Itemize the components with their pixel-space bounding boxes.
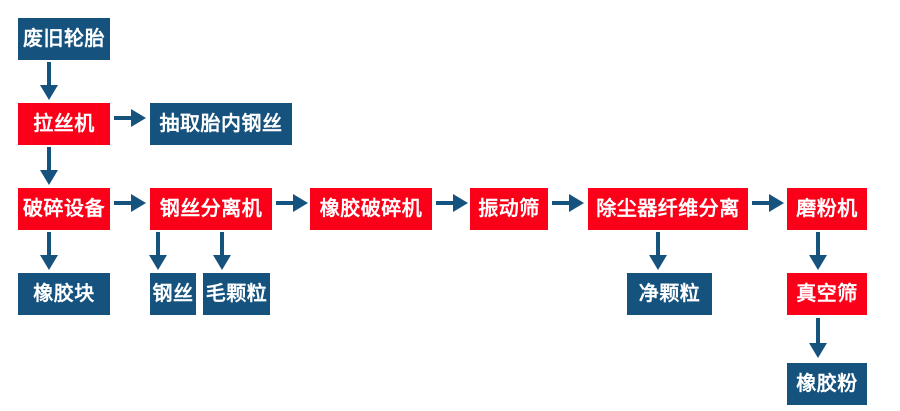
- node-rubber-crusher: 橡胶破碎机: [310, 188, 432, 230]
- node-grinder: 磨粉机: [787, 188, 867, 230]
- arrow-rubber-crusher-to-vibrating: [436, 194, 468, 212]
- node-vibrating-screen: 振动筛: [470, 188, 548, 230]
- arrow-grinder-to-vacuum-sieve: [809, 232, 827, 270]
- arrow-dust-fiber-to-grinder: [752, 194, 784, 212]
- node-fuzzy-granule: 毛颗粒: [203, 273, 270, 315]
- node-extract-bead-wire: 抽取胎内钢丝: [150, 103, 292, 145]
- node-vacuum-sieve: 真空筛: [787, 273, 867, 315]
- arrow-wire-separator-to-steel-wire: [149, 232, 167, 270]
- arrow-wire-drawing-to-extract: [114, 109, 146, 127]
- node-clean-granule: 净颗粒: [627, 273, 712, 315]
- arrow-wire-separator-to-fuzzy-granule: [213, 232, 231, 270]
- arrow-wire-separator-to-rubber-crusher: [276, 194, 308, 212]
- node-crusher: 破碎设备: [18, 188, 110, 230]
- arrow-waste-tire-to-wire-drawing: [40, 62, 58, 100]
- node-dust-fiber-sep: 除尘器纤维分离: [588, 188, 748, 230]
- arrow-dust-fiber-to-clean-granule: [649, 232, 667, 270]
- node-wire-drawing: 拉丝机: [18, 103, 110, 145]
- arrow-wire-drawing-to-crusher: [40, 147, 58, 185]
- node-wire-separator: 钢丝分离机: [150, 188, 272, 230]
- node-rubber-block: 橡胶块: [18, 273, 110, 315]
- node-steel-wire: 钢丝: [150, 273, 196, 315]
- node-waste-tire: 废旧轮胎: [18, 18, 110, 60]
- arrow-vibrating-to-dust-fiber: [552, 194, 584, 212]
- arrow-vacuum-sieve-to-rubber-powder: [809, 318, 827, 358]
- node-rubber-powder: 橡胶粉: [787, 363, 867, 405]
- arrow-crusher-to-rubber-block: [40, 232, 58, 270]
- arrow-crusher-to-wire-separator: [114, 194, 146, 212]
